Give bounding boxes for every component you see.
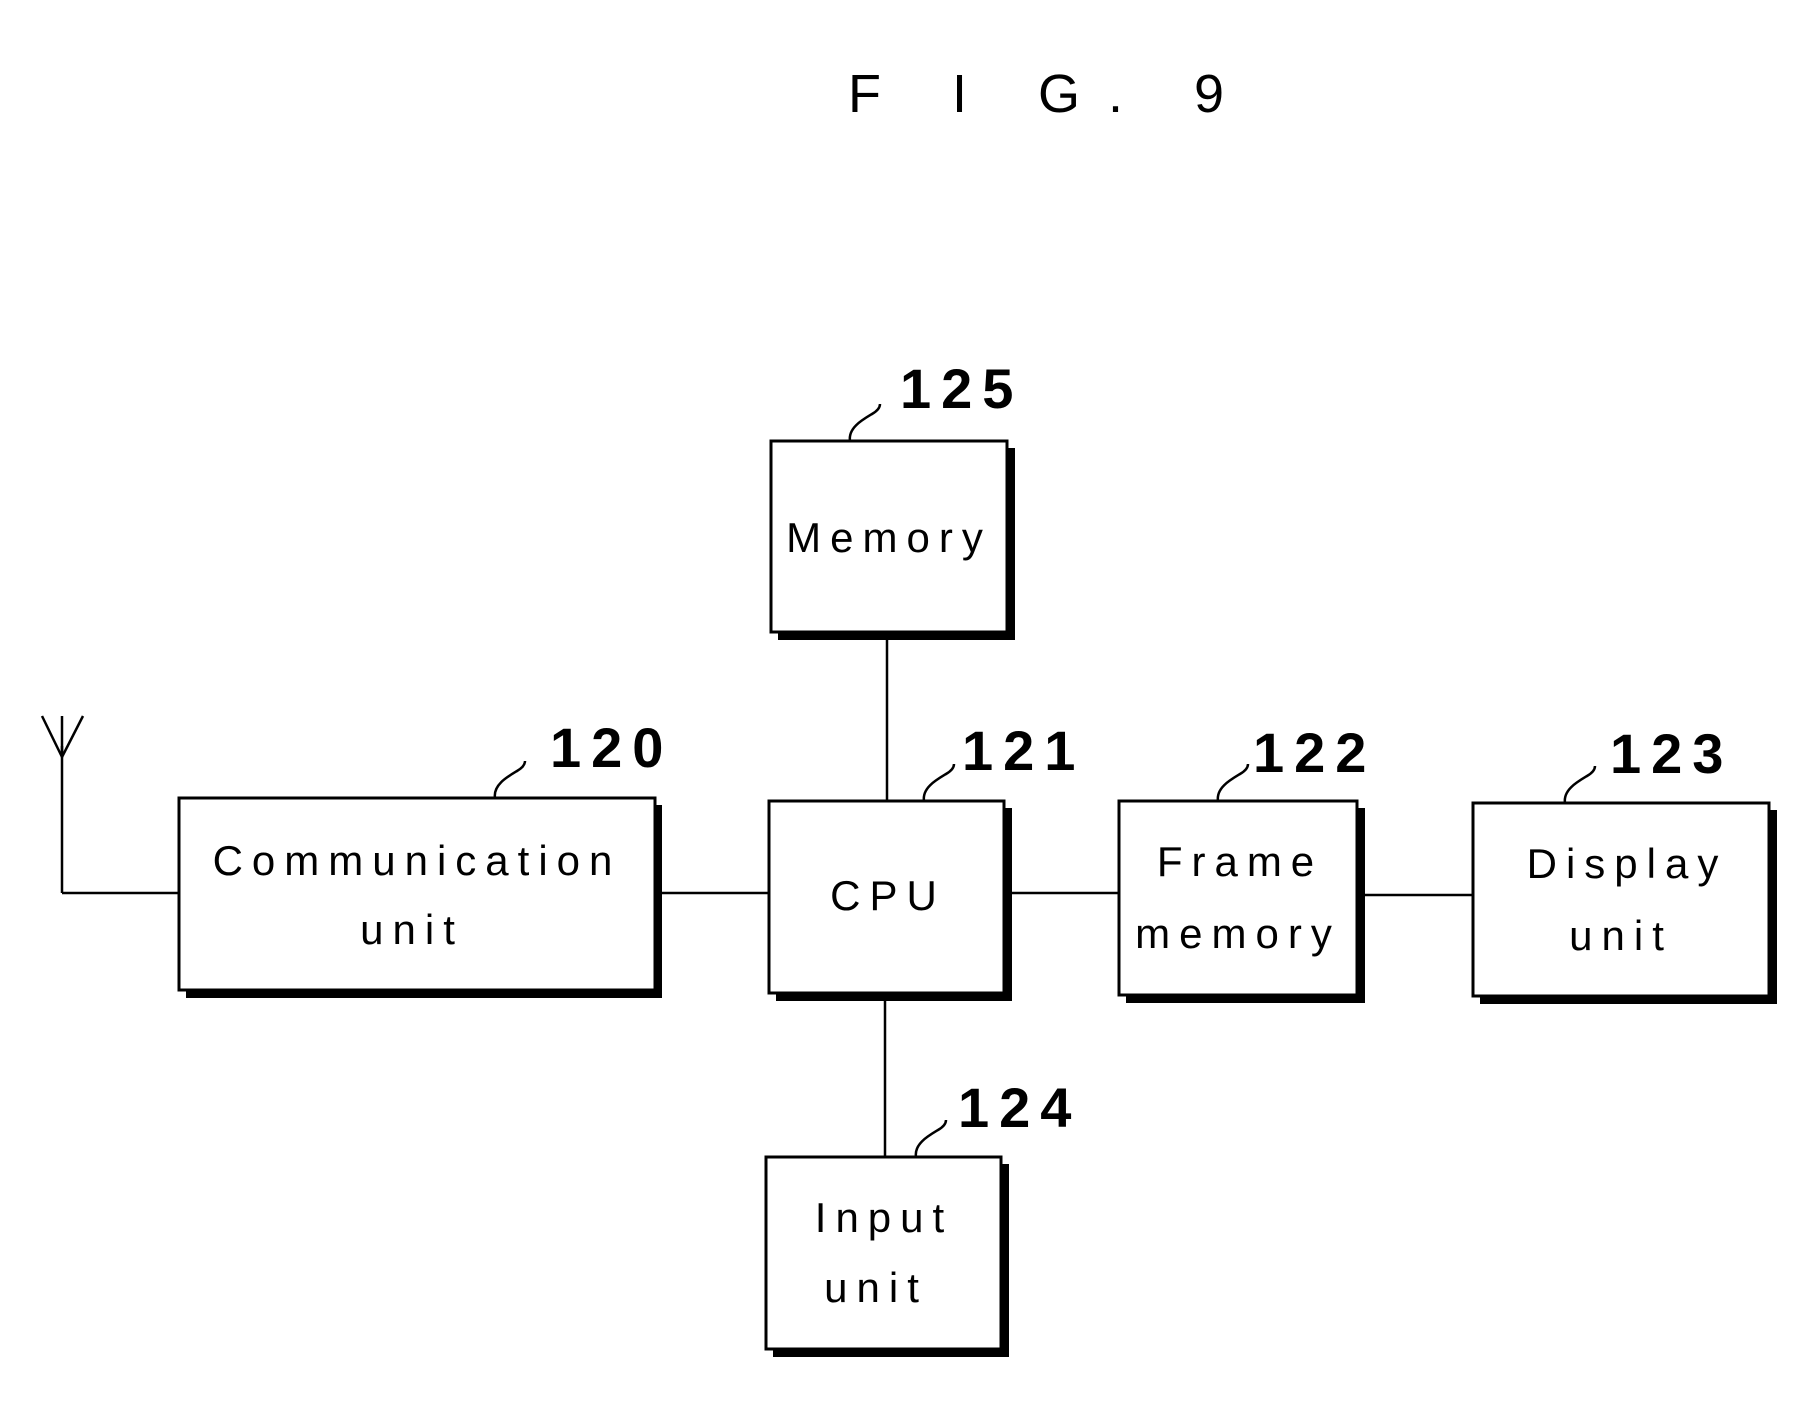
ref-number-125: 125	[900, 357, 1023, 420]
display-unit-label-line-1: Display	[1527, 840, 1728, 887]
cpu-block: CPU	[769, 801, 1012, 1001]
ref-number-122: 122	[1253, 721, 1376, 784]
ref-number-120: 120	[550, 716, 673, 779]
communication-unit-label-line-2: unit	[360, 906, 464, 953]
ref-number-123: 123	[1610, 722, 1733, 785]
memory-block: Memory	[771, 441, 1015, 640]
leader-124	[916, 1120, 946, 1157]
input-unit-block: Input unit	[766, 1157, 1009, 1357]
ref-number-121: 121	[962, 719, 1085, 782]
frame-memory-block: Frame memory	[1119, 801, 1365, 1003]
input-unit-label-line-1: Input	[815, 1194, 953, 1241]
frame-memory-label-line-1: Frame	[1157, 838, 1323, 885]
leader-123	[1565, 766, 1595, 803]
display-unit-block: Display unit	[1473, 803, 1777, 1004]
leader-122	[1218, 764, 1248, 801]
communication-unit-block: Communication unit	[179, 798, 662, 998]
figure-title: F I G. 9	[848, 64, 1252, 124]
memory-label-line-1: Memory	[786, 514, 992, 561]
leader-125	[850, 404, 880, 441]
input-unit-label-line-2: unit	[824, 1264, 928, 1311]
leader-120	[495, 761, 525, 798]
display-unit-label-line-2: unit	[1569, 912, 1673, 959]
communication-unit-label-line-1: Communication	[213, 837, 622, 884]
ref-number-124: 124	[958, 1076, 1081, 1139]
frame-memory-label-line-2: memory	[1135, 910, 1341, 957]
leader-121	[924, 764, 954, 801]
cpu-label: CPU	[830, 872, 946, 919]
antenna-icon	[42, 716, 83, 893]
